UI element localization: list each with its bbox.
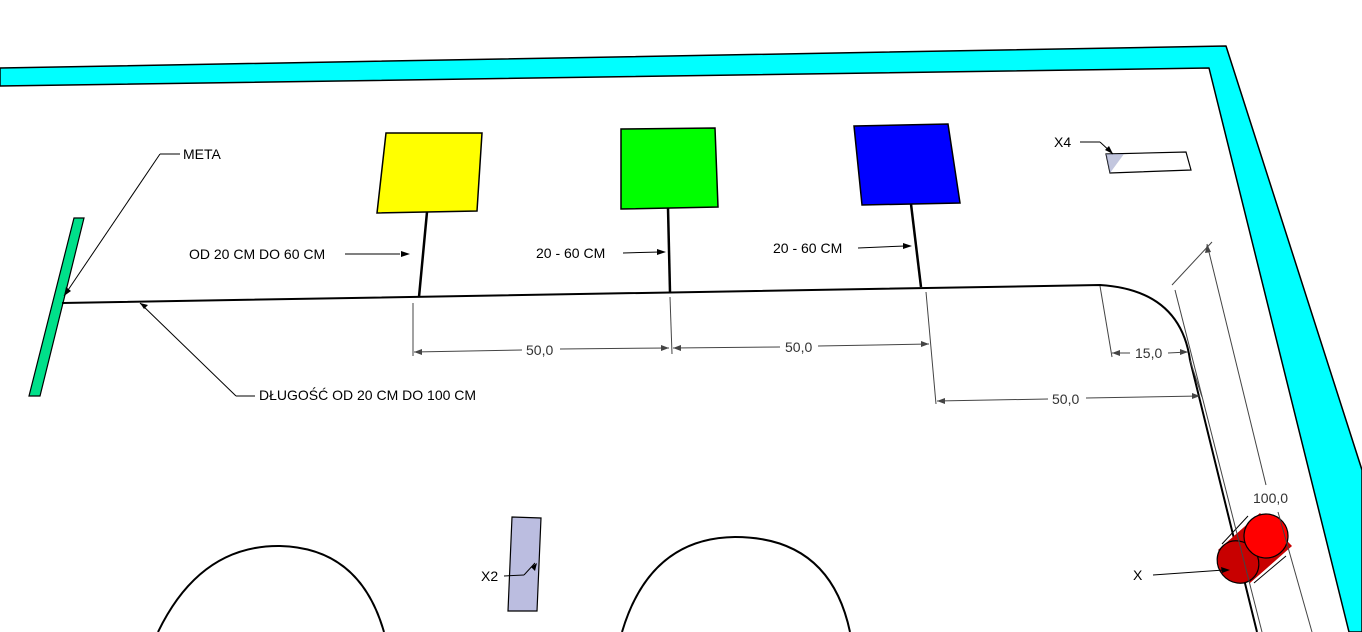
sign-yellow	[376, 132, 483, 298]
leader-arrows	[64, 243, 1230, 573]
track-line	[61, 283, 1258, 632]
sign-blue	[853, 123, 961, 288]
border-wall	[0, 45, 1362, 632]
label-line-length: DŁUGOŚĆ OD 20 CM DO 100 CM	[259, 386, 476, 403]
finish-bar	[28, 217, 85, 397]
label-sign3-height: 20 - 60 CM	[773, 240, 842, 256]
dimension-spacing-2: 50,0	[785, 339, 812, 355]
label-x2: X2	[481, 568, 498, 584]
obstacle-arc-left	[157, 544, 385, 632]
dimension-arrows	[414, 244, 1211, 404]
label-meta: META	[183, 146, 222, 162]
label-x: X	[1133, 567, 1143, 583]
label-x4: X4	[1054, 134, 1071, 150]
dimension-spacing-3: 50,0	[1052, 391, 1079, 407]
marker-x2	[503, 516, 542, 612]
dimension-lines	[412, 241, 1313, 632]
cylinder-red	[1216, 513, 1292, 584]
marker-x4	[1080, 141, 1192, 174]
obstacle-arc-right	[621, 535, 851, 632]
dimension-diagonal: 100,0	[1253, 490, 1288, 506]
dimension-curve-offset: 15,0	[1135, 345, 1162, 361]
leader-lines	[63, 153, 1225, 576]
dimension-spacing-1: 50,0	[526, 342, 553, 358]
sign-green	[620, 127, 719, 293]
label-sign2-height: 20 - 60 CM	[536, 245, 605, 261]
label-sign1-height: OD 20 CM DO 60 CM	[189, 246, 325, 262]
